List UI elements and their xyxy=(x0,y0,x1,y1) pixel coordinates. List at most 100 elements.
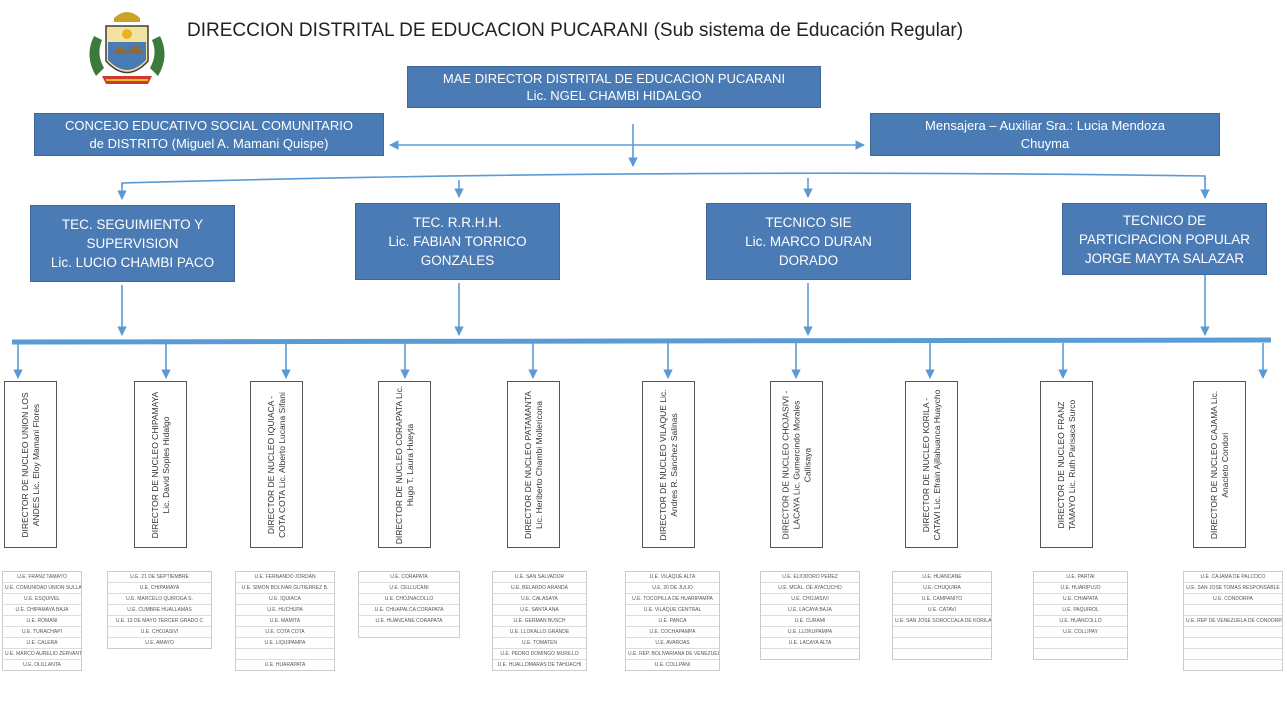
unidad-educativa-item: U.E. FRANZ TAMAYO xyxy=(3,572,81,583)
unidad-educativa-item: U.E. PARTAI xyxy=(1034,572,1127,583)
unidad-educativa-item: U.E. HUARAPATA xyxy=(264,662,306,668)
unidad-educativa-item xyxy=(1184,605,1282,616)
tecnico-line: DORADO xyxy=(778,253,839,268)
director-label: DIRECTOR DE NUCLEO FRANZ TAMAYO Lic. Rut… xyxy=(1055,399,1077,530)
concejo-box: CONCEJO EDUCATIVO SOCIAL COMUNITARIO de D… xyxy=(34,113,384,156)
director-nucleo-box: DIRECTOR DE NUCLEO CAJAMA Lic. Anacleto … xyxy=(1193,381,1246,548)
tecnico-line: TEC. SEGUIMIENTO Y xyxy=(61,217,204,232)
unidad-educativa-item: U.E. MARCO AURELIO ZERVANTES xyxy=(3,649,81,660)
unidad-educativa-item: U.E. PAQUIROL xyxy=(1034,605,1127,616)
unidad-educativa-item: U.E. CHUAPALCA CORAPATA xyxy=(359,605,459,616)
unidad-educativa-item: U.E. MCAL. DE AYACUCHO xyxy=(761,583,859,594)
unidad-educativa-item: U.E. ROMANI xyxy=(3,616,81,627)
directores-bar xyxy=(11,337,1272,345)
unidad-educativa-item: U.E. CHIAPATA xyxy=(1034,594,1127,605)
unidad-educativa-item: U.E. HUARIPUJO xyxy=(1034,583,1127,594)
unidad-educativa-item: U.E. HUCHUPA xyxy=(236,605,334,616)
tecnico-line: SUPERVISION xyxy=(86,236,179,251)
unidad-educativa-item: U.E. TURACHAPI xyxy=(3,627,81,638)
unidad-educativa-item: U.E. 13 DE MAYO TERCER GRADO C xyxy=(108,616,211,627)
unidad-educativa-item: U.E. HUANCANE CORAPATA xyxy=(359,616,459,627)
mensajera-box: Mensajera – Auxiliar Sra.: Lucia Mendoza… xyxy=(870,113,1220,156)
unidad-educativa-item: U.E. PEDRO DOMINGO MURILLO xyxy=(493,649,586,660)
mae-title: MAE DIRECTOR DISTRITAL DE EDUCACION PUCA… xyxy=(442,71,786,86)
director-label: DIRECTOR DE NUCLEO CORAPATA Lic. Hugo T.… xyxy=(393,385,415,544)
unidad-educativa-item: U.E. CAMPANITO xyxy=(893,594,991,605)
tecnico-line: JORGE MAYTA SALAZAR xyxy=(1084,250,1245,266)
director-label: DIRECTOR DE NUCLEO VILAQUE Lic. Andres R… xyxy=(657,389,679,540)
unidad-educativa-item: U.E. 21 DE SEPTIEMBRE xyxy=(108,572,211,583)
unidad-educativa-item: U.E. CUMBRE HUALLAMAS xyxy=(108,605,211,616)
unidad-educativa-item: U.E. CALERA xyxy=(3,638,81,649)
unidad-educativa-item: U.E. COCHAPAMPA xyxy=(626,627,719,638)
unidad-educativa-item: U.E. SAN JOSE TOMAS RESPONSABLE xyxy=(1184,583,1282,594)
director-label: DIRECTOR DE NUCLEO CHIPAMAYA Lic. David … xyxy=(149,391,171,538)
mensajera-line2: Chuyma xyxy=(1020,135,1070,151)
unidad-educativa-item xyxy=(1184,660,1282,670)
director-nucleo-box: DIRECTOR DE NUCLEO FRANZ TAMAYO Lic. Rut… xyxy=(1040,381,1093,548)
unidad-educativa-item: U.E. CHOJASIVI xyxy=(761,594,859,605)
concejo-line1: CONCEJO EDUCATIVO SOCIAL COMUNITARIO xyxy=(65,117,353,133)
unidad-educativa-item: U.E. LACAYA ALTA xyxy=(761,638,859,649)
unidad-educativa-item xyxy=(1184,627,1282,638)
unidad-educativa-item: U.E. FERNANDO JORDAN xyxy=(236,572,334,583)
unidad-educativa-item xyxy=(1184,638,1282,649)
unidad-educativa-item: U.E. MAMITA xyxy=(236,616,334,627)
unidad-educativa-item xyxy=(893,649,991,659)
connector-tecnicos-bar xyxy=(121,172,1206,186)
unidad-educativa-item: U.E. ELIODORO PEREZ xyxy=(761,572,859,583)
unidad-educativa-item: U.E. CALASAYA xyxy=(493,594,586,605)
director-nucleo-box: DIRECTOR DE NUCLEO CORAPATA Lic. Hugo T.… xyxy=(378,381,431,548)
tecnico-line: GONZALES xyxy=(420,253,495,268)
director-nucleo-box: DIRECTOR DE NUCLEO CHOJASIVI - LACAYA Li… xyxy=(770,381,823,548)
tecnico-line: PARTICIPACION POPULAR xyxy=(1078,231,1251,247)
unidad-educativa-item: U.E. LIQUIPAMPA xyxy=(236,638,334,649)
director-label: DIRECTOR DE NUCLEO PATAMANTA Lic. Heribe… xyxy=(522,390,544,539)
unidad-educativa-item: U.E. CAJAMA DE PALCOCO xyxy=(1184,572,1282,583)
unidad-educativa-item: U.E. COTA COTA xyxy=(236,627,334,638)
unidad-educativa-item: U.E. MARCELO QUIROGA S. xyxy=(108,594,211,605)
director-nucleo-box: DIRECTOR DE NUCLEO PATAMANTA Lic. Heribe… xyxy=(507,381,560,548)
unidad-educativa-item: U.E. CHIPAMAYA BAJA xyxy=(3,605,81,616)
coat-of-arms-logo xyxy=(89,12,165,84)
unidad-educativa-item: U.E. VILAQUE CENTRAL xyxy=(626,605,719,616)
unidad-educativa-item xyxy=(893,627,991,638)
mae-name: Lic. NGEL CHAMBI HIDALGO xyxy=(526,88,702,103)
unidad-educativa-item: U.E. AVAROAS xyxy=(626,638,719,649)
unidad-educativa-item: U.E. CHUQUIRA xyxy=(893,583,991,594)
unidad-educativa-item: U.E. HUANCANE xyxy=(893,572,991,583)
unidad-educativa-item: U.E. ESQUIVEL xyxy=(3,594,81,605)
unidad-educativa-item: U.E. CONDORPA xyxy=(1184,594,1282,605)
tecnico-line: Lic. FABIAN TORRICO xyxy=(388,234,527,249)
unidad-educativa-item: U.E. CHOJNACOLLO xyxy=(359,594,459,605)
unidad-educativa-item: U.E. LLOKALLO GRANDE xyxy=(493,627,586,638)
concejo-line2: de DISTRITO (Miguel A. Mamani Quispe) xyxy=(89,135,329,151)
unidad-educativa-item xyxy=(893,638,991,649)
unidad-educativa-item: U.E. SANTA ANA xyxy=(493,605,586,616)
unidad-educativa-item: U.E. REP. BOLIVARIANA DE VENEZUELA xyxy=(626,649,719,660)
unidad-educativa-item: U.E. LACAYA BAJA xyxy=(761,605,859,616)
mensajera-line1: Mensajera – Auxiliar Sra.: Lucia Mendoza xyxy=(925,117,1165,133)
unidad-educativa-item: U.E. CATAVI xyxy=(893,605,991,616)
unidad-educativa-item: U.E. OLILLANTA xyxy=(23,662,61,668)
director-label: DIRECTOR DE NUCLEO IQUIACA - COTA COTA L… xyxy=(265,391,287,538)
director-nucleo-box: DIRECTOR DE NUCLEO IQUIACA - COTA COTA L… xyxy=(250,381,303,548)
tecnico-line: Lic. LUCIO CHAMBI PACO xyxy=(50,255,215,270)
unidad-educativa-item: U.E. CHIPAMAYA xyxy=(108,583,211,594)
tecnico-participacion-box: TECNICO DE PARTICIPACION POPULAR JORGE MAY… xyxy=(1062,203,1267,275)
unidad-educativa-item xyxy=(236,649,334,660)
tecnico-line: TECNICO DE xyxy=(1122,212,1207,228)
unidad-educativa-item: U.E. CORAPATA xyxy=(359,572,459,583)
mae-director-box: MAE DIRECTOR DISTRITAL DE EDUCACION PUCA… xyxy=(407,66,821,108)
unidad-educativa-item: U.E. TOCOPILLA DE HUARIPAMPA xyxy=(626,594,719,605)
director-label: DIRECTOR DE NUCLEO CAJAMA Lic. Anacleto … xyxy=(1208,390,1230,539)
unidad-educativa-item: U.E. VILAQUE ALTA xyxy=(626,572,719,583)
director-label: DIRECTOR DE NUCLEO UNION LOS ANDES Lic. … xyxy=(19,391,41,538)
